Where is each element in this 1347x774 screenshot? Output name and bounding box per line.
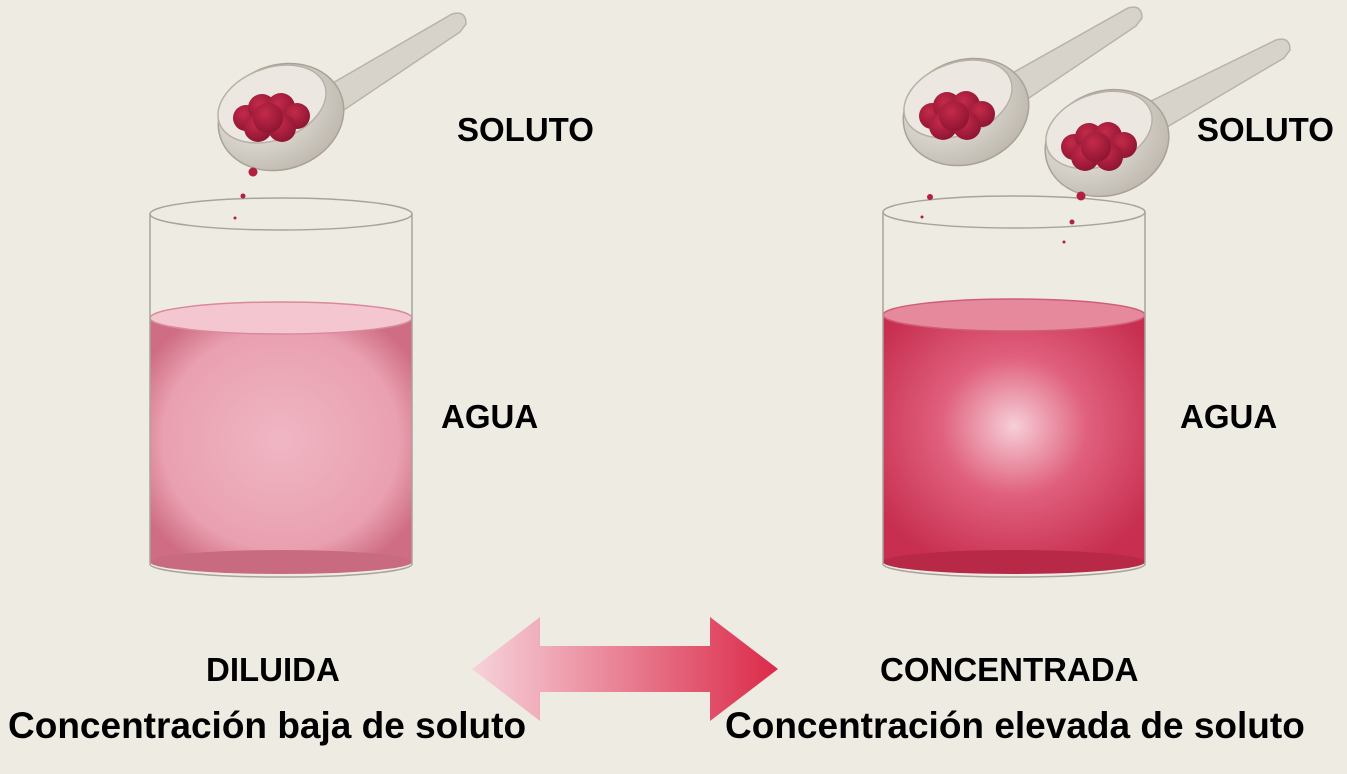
solute-drops-left <box>233 167 258 220</box>
solute-pile-right-2 <box>1061 122 1137 171</box>
solute-pile-right-1 <box>919 91 995 140</box>
spoon-left <box>217 12 467 172</box>
solute-pile-left <box>233 93 310 142</box>
description-concentrated: Concentración elevada de soluto <box>725 705 1305 746</box>
beaker-diluted <box>149 197 413 578</box>
description-diluted: Concentración baja de soluto <box>8 705 527 746</box>
liquid-concentrated <box>882 298 1146 574</box>
water-label-left: AGUA <box>441 398 539 435</box>
double-arrow <box>472 617 778 721</box>
solute-label-left: SOLUTO <box>457 111 594 148</box>
solute-drops-right <box>920 191 1086 244</box>
glass-outline <box>882 195 1146 578</box>
beaker-concentrated <box>882 195 1146 578</box>
state-label-diluted: DILUIDA <box>206 651 340 688</box>
glass-outline <box>149 197 413 578</box>
liquid-diluted <box>149 301 413 574</box>
state-label-concentrated: CONCENTRADA <box>880 651 1139 688</box>
water-label-right: AGUA <box>1180 398 1278 435</box>
solute-label-right: SOLUTO <box>1197 111 1334 148</box>
